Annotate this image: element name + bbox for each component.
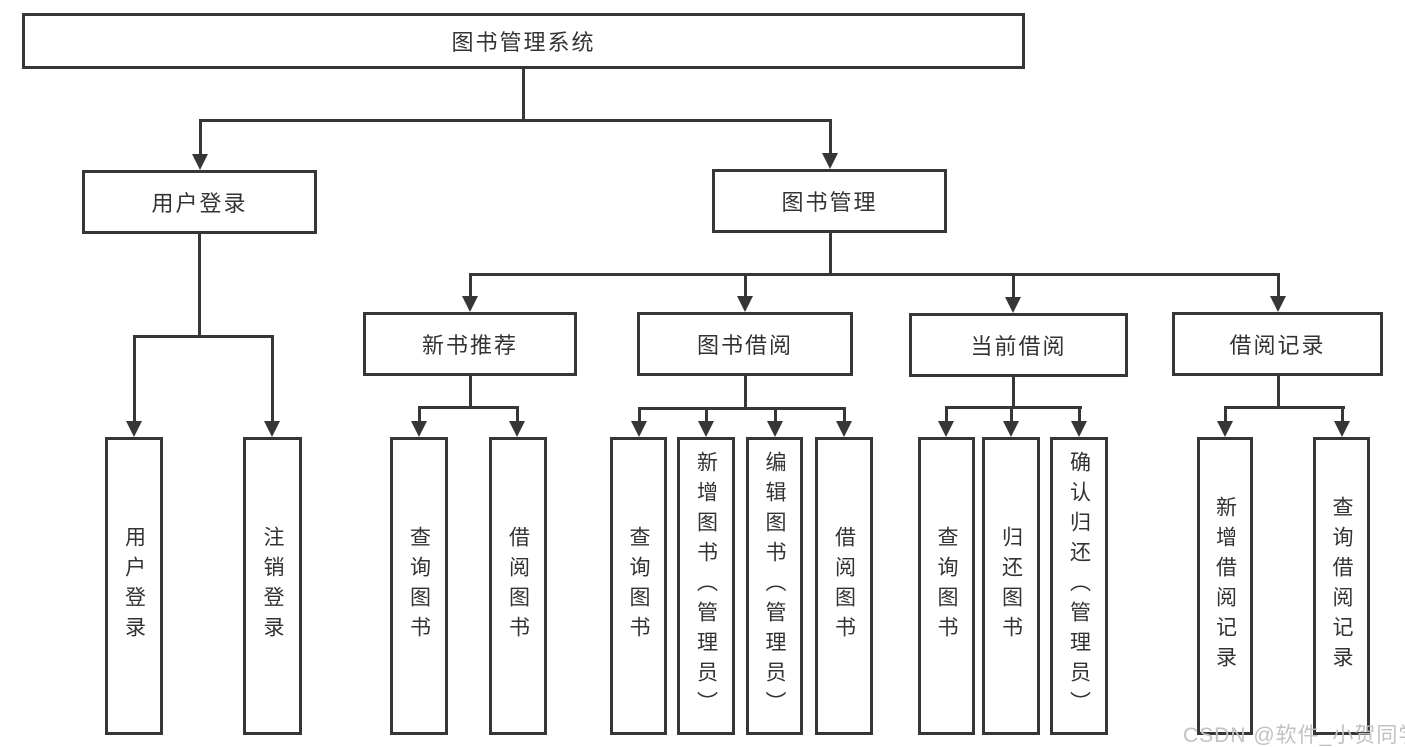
arrow-down-icon	[462, 296, 478, 312]
arrow-down-icon	[509, 421, 525, 437]
arrow-down-icon	[1005, 297, 1021, 313]
node-label: 图书借阅	[696, 333, 793, 358]
leaf-logout: 注销登录	[243, 437, 302, 735]
node-borrow-records: 借阅记录	[1172, 312, 1383, 376]
node-label: 查询图书	[407, 526, 431, 646]
node-label: 新增图书（管理员）	[694, 451, 718, 721]
leaf-current-query-books: 查询图书	[918, 437, 975, 735]
connector-line	[774, 407, 777, 421]
node-label: 图书管理	[781, 190, 878, 215]
connector-line	[516, 406, 519, 421]
connector-line	[945, 406, 1082, 409]
node-label: 归还图书	[999, 526, 1023, 646]
connector-line	[843, 407, 846, 421]
leaf-borrowing-borrow-books: 借阅图书	[815, 437, 873, 735]
connector-line	[744, 273, 747, 296]
node-label: 编辑图书（管理员）	[763, 451, 786, 721]
node-new-book-recommend: 新书推荐	[363, 312, 577, 376]
arrow-down-icon	[737, 296, 753, 312]
node-label: 借阅图书	[506, 526, 530, 646]
connector-line	[1341, 406, 1344, 421]
arrow-down-icon	[192, 154, 208, 170]
node-label: 新增借阅记录	[1213, 496, 1237, 676]
connector-line	[1277, 273, 1280, 296]
csdn-watermark: CSDN @软件_小贺同学	[1183, 724, 1405, 747]
connector-line	[744, 376, 747, 410]
connector-line	[469, 376, 472, 409]
node-label: 借阅记录	[1229, 333, 1326, 358]
node-label: 新书推荐	[421, 333, 518, 358]
leaf-current-return-books: 归还图书	[982, 437, 1040, 735]
connector-line	[199, 119, 832, 122]
connector-line	[1078, 406, 1081, 421]
arrow-down-icon	[411, 421, 427, 437]
node-label: 用户登录	[122, 526, 146, 646]
arrow-down-icon	[1003, 421, 1019, 437]
leaf-recommend-query-books: 查询图书	[390, 437, 448, 735]
connector-line	[198, 233, 201, 337]
connector-line	[1277, 376, 1280, 409]
connector-line	[1224, 406, 1345, 409]
leaf-recommend-borrow-books: 借阅图书	[489, 437, 547, 735]
node-label: 用户登录	[151, 191, 248, 216]
node-book-management: 图书管理	[712, 169, 947, 233]
leaf-records-add-record: 新增借阅记录	[1197, 437, 1253, 735]
connector-line	[469, 273, 1280, 276]
node-book-borrowing: 图书借阅	[637, 312, 853, 376]
node-root-library-system: 图书管理系统	[22, 13, 1025, 69]
arrow-down-icon	[1270, 296, 1286, 312]
leaf-current-confirm-return-admin: 确认归还（管理员）	[1050, 437, 1108, 735]
node-label: 借阅图书	[832, 526, 856, 646]
connector-line	[418, 406, 519, 409]
arrow-down-icon	[264, 421, 280, 437]
arrow-down-icon	[822, 153, 838, 169]
connector-line	[1012, 273, 1015, 297]
arrow-down-icon	[698, 421, 714, 437]
connector-line	[705, 407, 708, 421]
connector-line	[1012, 377, 1015, 409]
node-label: 当前借阅	[970, 334, 1067, 359]
leaf-records-query-record: 查询借阅记录	[1313, 437, 1370, 735]
node-label: 查询图书	[935, 526, 958, 646]
arrow-down-icon	[1217, 421, 1233, 437]
arrow-down-icon	[631, 421, 647, 437]
connector-line	[271, 335, 274, 421]
connector-line	[829, 119, 832, 153]
connector-line	[1010, 406, 1013, 421]
arrow-down-icon	[767, 421, 783, 437]
node-label: 图书管理系统	[451, 30, 596, 55]
connector-line	[522, 68, 525, 122]
node-label: 确认归还（管理员）	[1067, 451, 1091, 721]
node-label: 查询图书	[627, 526, 650, 646]
connector-line	[638, 407, 846, 410]
connector-line	[469, 273, 472, 296]
node-label: 查询借阅记录	[1330, 496, 1353, 676]
arrow-down-icon	[1334, 421, 1350, 437]
leaf-borrowing-add-books-admin: 新增图书（管理员）	[677, 437, 735, 735]
node-user-login: 用户登录	[82, 170, 317, 234]
leaf-borrowing-query-books: 查询图书	[610, 437, 667, 735]
connector-line	[1224, 406, 1227, 421]
node-current-borrowing: 当前借阅	[909, 313, 1128, 377]
connector-line	[945, 406, 948, 421]
connector-line	[133, 335, 136, 421]
connector-line	[418, 406, 421, 421]
arrow-down-icon	[126, 421, 142, 437]
connector-line	[133, 335, 274, 338]
leaf-borrowing-edit-books-admin: 编辑图书（管理员）	[746, 437, 803, 735]
connector-line	[638, 407, 641, 421]
connector-line	[199, 119, 202, 154]
arrow-down-icon	[1071, 421, 1087, 437]
leaf-user-login: 用户登录	[105, 437, 163, 735]
arrow-down-icon	[836, 421, 852, 437]
connector-line	[829, 233, 832, 276]
arrow-down-icon	[938, 421, 954, 437]
node-label: 注销登录	[261, 526, 284, 646]
